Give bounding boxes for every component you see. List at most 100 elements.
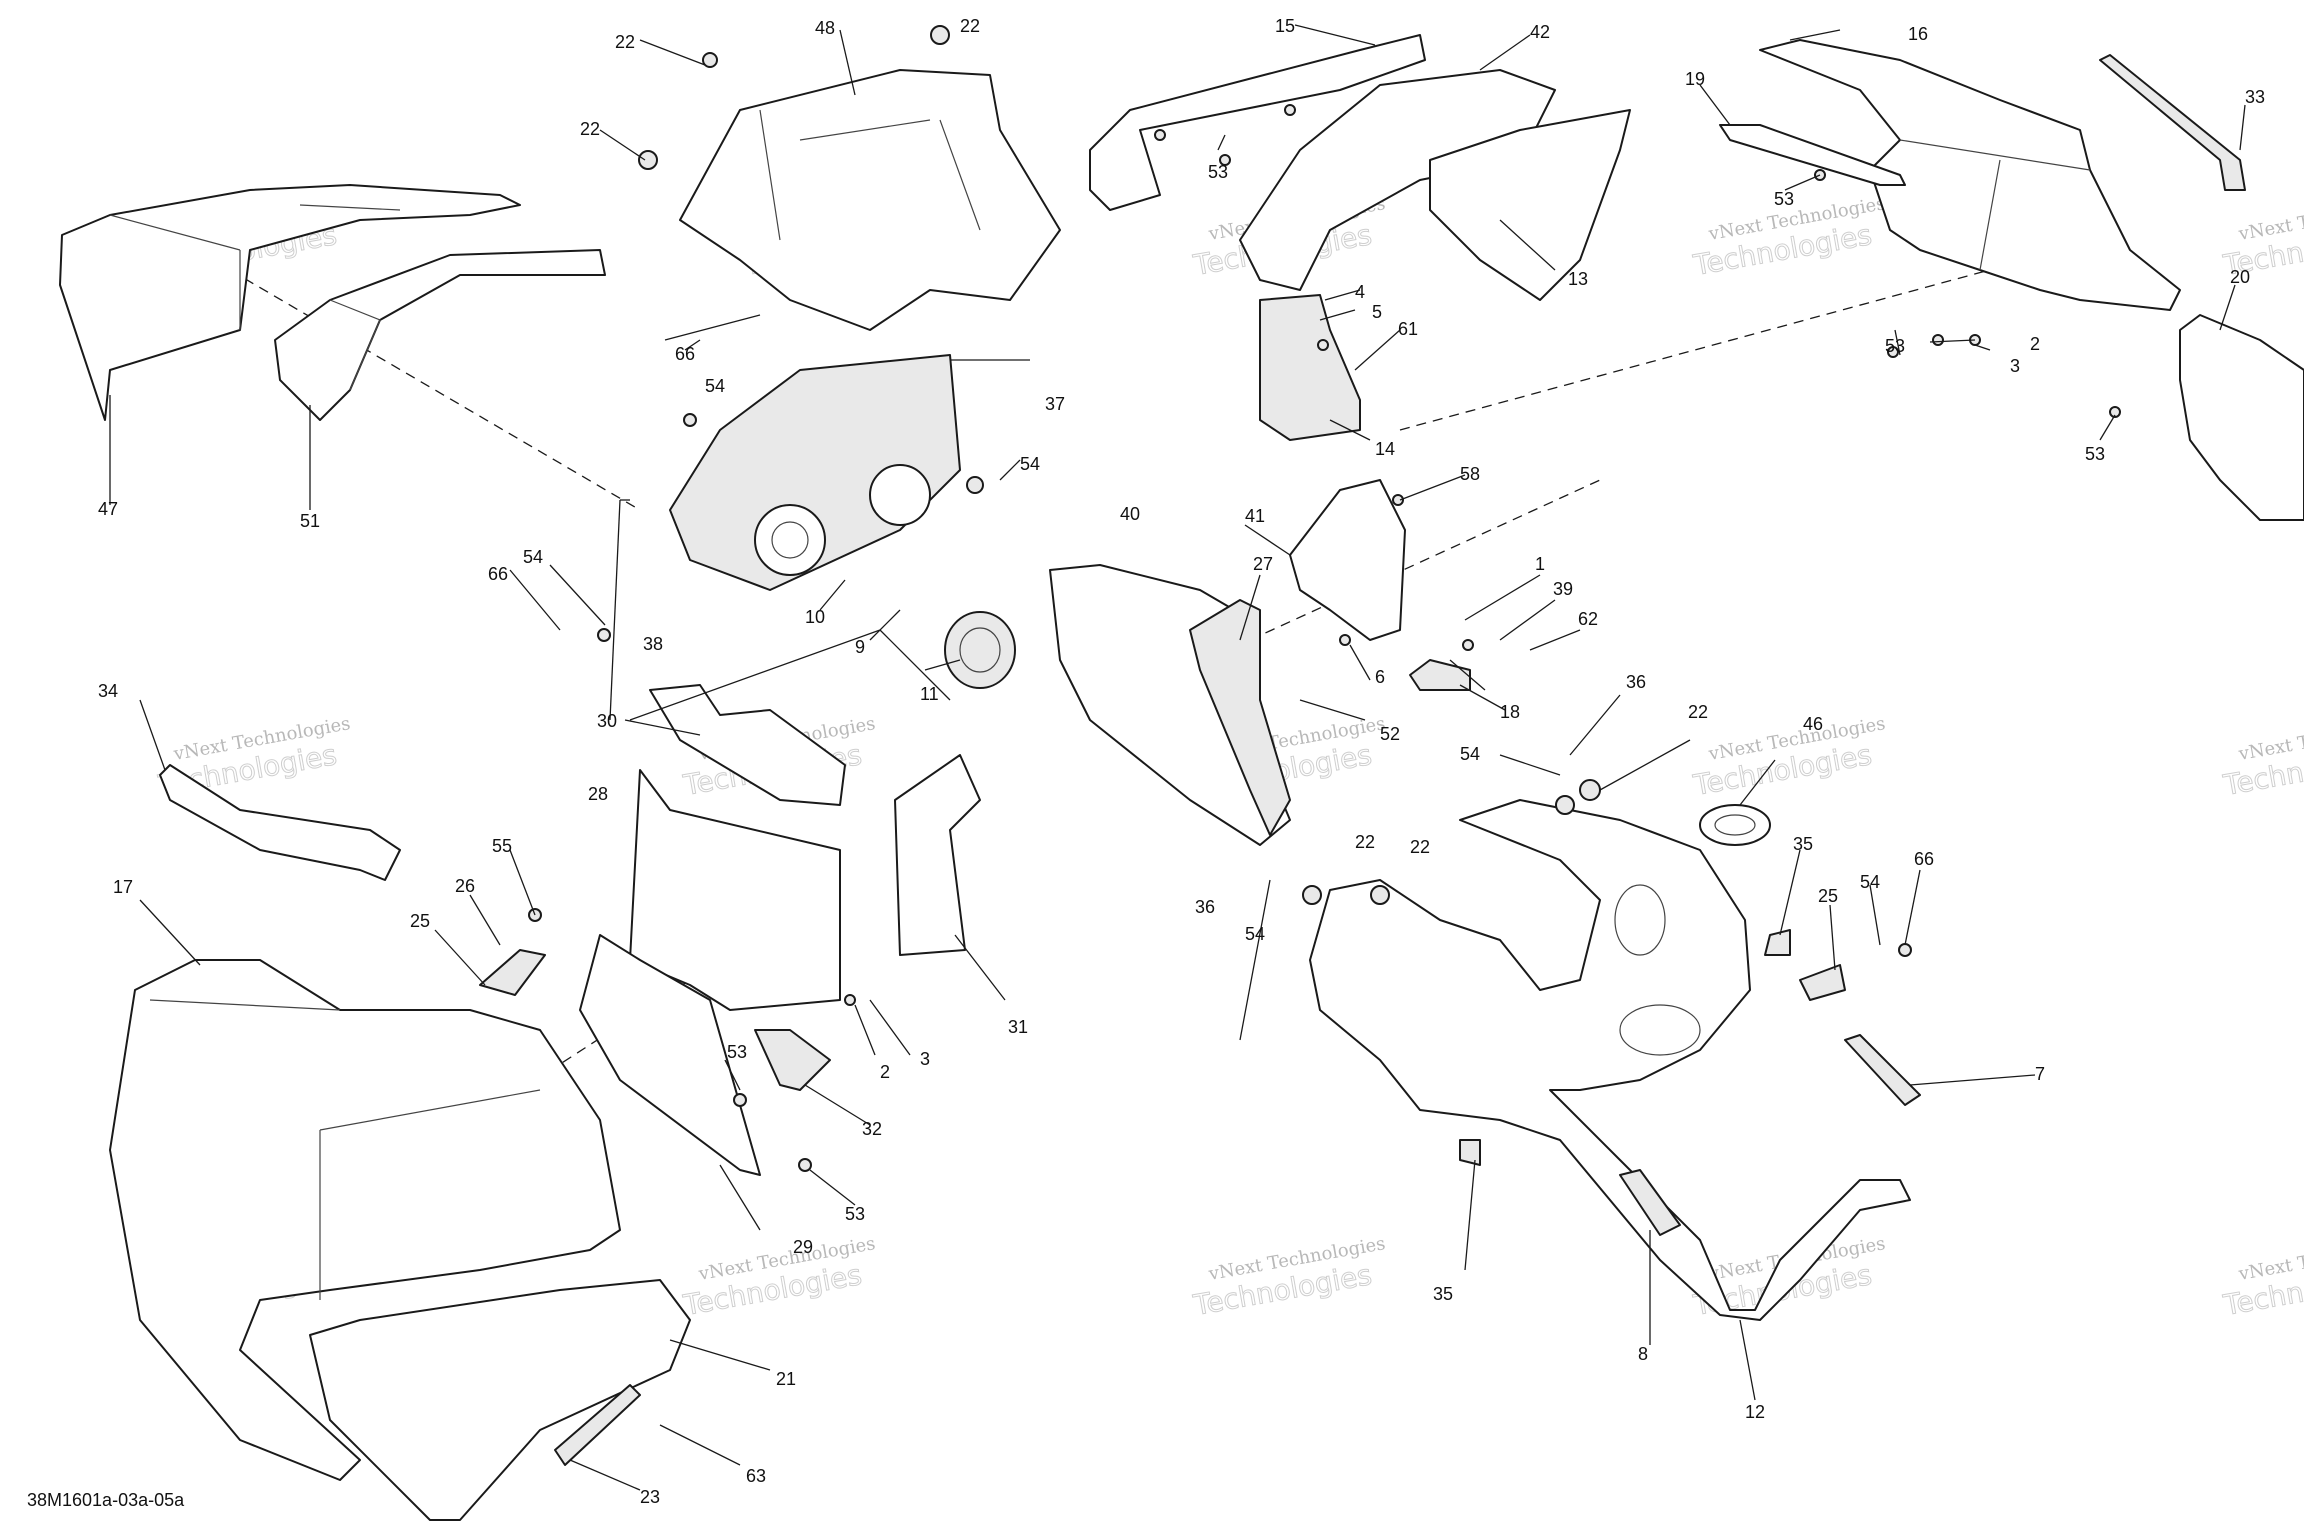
part-16-side-fairing-right <box>1759 39 2181 311</box>
callout-20: 20 <box>2230 267 2250 287</box>
callout-34: 34 <box>98 681 118 701</box>
part-27-bracket <box>1189 599 1291 836</box>
callout-36-b: 36 <box>1195 897 1215 917</box>
callout-2-a: 2 <box>880 1062 890 1082</box>
callout-58: 58 <box>1460 464 1480 484</box>
part-17-side-fairing <box>109 959 621 1481</box>
callout-39: 39 <box>1553 579 1573 599</box>
callout-55: 55 <box>492 836 512 856</box>
callout-47: 47 <box>98 499 118 519</box>
part-8-badge <box>1619 1169 1681 1236</box>
callout-22-e: 22 <box>1355 832 1375 852</box>
callout-23: 23 <box>640 1487 660 1507</box>
part-48-headlight-frame <box>679 69 1061 331</box>
callout-53-d: 53 <box>1774 189 1794 209</box>
callout-22-c: 22 <box>580 119 600 139</box>
callout-18: 18 <box>1500 702 1520 722</box>
callout-48: 48 <box>815 18 835 38</box>
callout-labels: 22 48 22 22 47 51 66 54 37 54 66 54 10 9… <box>98 16 2265 1507</box>
part-19-rod <box>1719 124 1906 186</box>
part-20-mirror <box>2179 314 2304 521</box>
callout-3-b: 3 <box>2010 356 2020 376</box>
callout-36-a: 36 <box>1626 672 1646 692</box>
part-46-ring <box>1699 804 1771 846</box>
callout-4: 4 <box>1355 282 1365 302</box>
part-29-deflector <box>579 934 761 1176</box>
callout-54-d: 54 <box>1460 744 1480 764</box>
part-51-side-panel <box>274 249 606 421</box>
part-33-strip <box>2099 54 2246 191</box>
callout-9: 9 <box>855 637 865 657</box>
callout-7: 7 <box>2035 1064 2045 1084</box>
callout-42: 42 <box>1530 22 1550 42</box>
callout-15: 15 <box>1275 16 1295 36</box>
callout-61: 61 <box>1398 319 1418 339</box>
callout-54-c: 54 <box>523 547 543 567</box>
callout-53-a: 53 <box>727 1042 747 1062</box>
callout-53-b: 53 <box>845 1204 865 1224</box>
callout-19: 19 <box>1685 69 1705 89</box>
callout-54-f: 54 <box>1860 872 1880 892</box>
fasteners <box>528 25 2121 1172</box>
callout-25-a: 25 <box>410 911 430 931</box>
callout-17: 17 <box>113 877 133 897</box>
callout-66-c: 66 <box>1914 849 1934 869</box>
part-35-label <box>1459 929 1791 1166</box>
callout-54-e: 54 <box>1245 924 1265 944</box>
callout-38: 38 <box>643 634 663 654</box>
callout-66-a: 66 <box>675 344 695 364</box>
callout-1: 1 <box>1535 554 1545 574</box>
callout-3-a: 3 <box>920 1049 930 1069</box>
callout-53-c: 53 <box>1208 162 1228 182</box>
callout-16: 16 <box>1908 24 1928 44</box>
callout-5: 5 <box>1372 302 1382 322</box>
leader-lines <box>109 24 2246 1491</box>
callout-10: 10 <box>805 607 825 627</box>
callout-22-d: 22 <box>1688 702 1708 722</box>
callout-8: 8 <box>1638 1344 1648 1364</box>
part-47-windshield-left <box>59 184 521 421</box>
callout-54-b: 54 <box>1020 454 1040 474</box>
callout-35-a: 35 <box>1793 834 1813 854</box>
part-13-side-panel <box>1429 109 1631 301</box>
part-37-headlight-assembly <box>669 354 961 591</box>
callout-27: 27 <box>1253 554 1273 574</box>
callout-52: 52 <box>1380 724 1400 744</box>
part-23-handle <box>554 1384 641 1466</box>
callout-2-b: 2 <box>2030 334 2040 354</box>
part-18-clip <box>1409 659 1471 691</box>
callout-21: 21 <box>776 1369 796 1389</box>
callout-31: 31 <box>1008 1017 1028 1037</box>
part-15-trim-strip <box>1089 34 1426 211</box>
callout-35-b: 35 <box>1433 1284 1453 1304</box>
part-7-strip <box>1844 1034 1921 1106</box>
callout-37: 37 <box>1045 394 1065 414</box>
callout-51: 51 <box>300 511 320 531</box>
drawing-reference-code: 38M1601a-03a-05a <box>27 1490 185 1510</box>
callout-22-a: 22 <box>615 32 635 52</box>
callout-66-b: 66 <box>488 564 508 584</box>
callout-63: 63 <box>746 1466 766 1486</box>
callout-14: 14 <box>1375 439 1395 459</box>
callout-28: 28 <box>588 784 608 804</box>
callout-25-b: 25 <box>1818 886 1838 906</box>
part-11-bulb-cover <box>944 611 1016 689</box>
part-14-vent <box>1259 294 1361 441</box>
part-30-bracket <box>649 684 846 806</box>
callout-29: 29 <box>793 1237 813 1257</box>
part-21-lower-cover <box>309 1279 691 1521</box>
part-25-26-connector <box>479 949 1846 1001</box>
part-32-plate <box>754 1029 831 1091</box>
callout-33: 33 <box>2245 87 2265 107</box>
callout-26: 26 <box>455 876 475 896</box>
callout-6: 6 <box>1375 667 1385 687</box>
part-41-housing <box>1289 479 1406 641</box>
callout-11: 11 <box>920 684 939 704</box>
part-34-rail <box>159 764 401 881</box>
callout-54-a: 54 <box>705 376 725 396</box>
callout-22-b: 22 <box>960 16 980 36</box>
callout-53-e: 53 <box>1885 336 1905 356</box>
callout-41: 41 <box>1245 506 1265 526</box>
callout-22-f: 22 <box>1410 837 1430 857</box>
